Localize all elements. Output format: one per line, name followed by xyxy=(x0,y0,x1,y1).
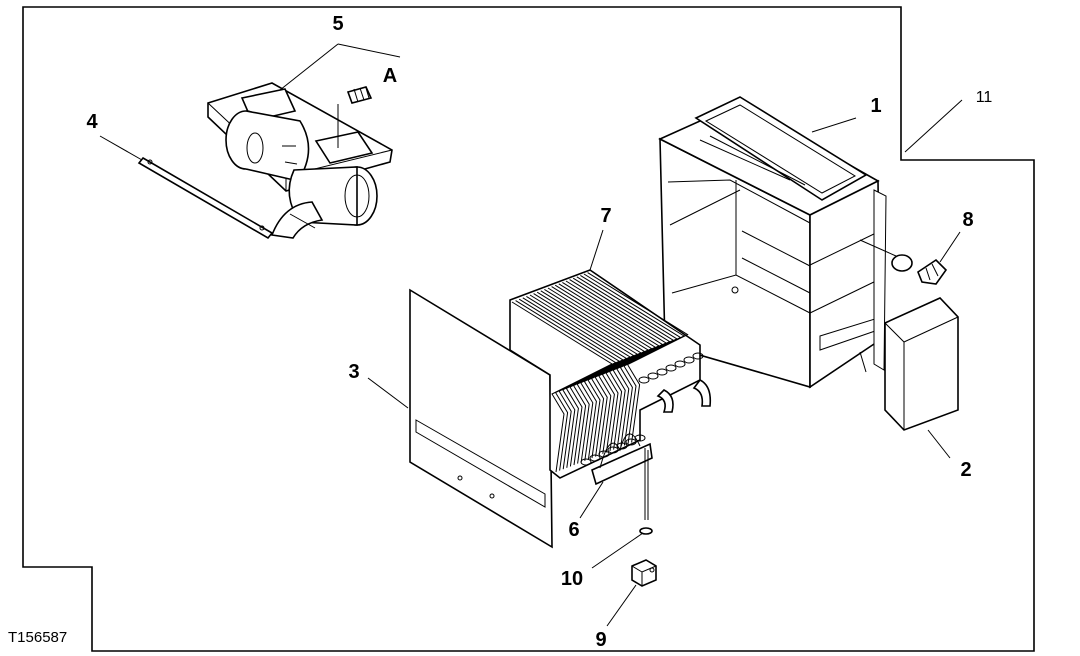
callout-A: A xyxy=(383,65,397,87)
callout-8: 8 xyxy=(962,209,973,231)
housing-box xyxy=(658,96,887,389)
callout-4: 4 xyxy=(86,111,98,133)
callout-5: 5 xyxy=(332,13,343,35)
callout-3: 3 xyxy=(348,361,359,383)
switch xyxy=(631,559,657,587)
figure-id: T156587 xyxy=(8,629,67,646)
sensor-clip xyxy=(859,239,948,285)
callout-6: 6 xyxy=(568,519,579,541)
evaporator-core xyxy=(509,269,712,479)
back-plate xyxy=(409,288,553,549)
callout-1: 1 xyxy=(870,95,881,117)
callout-labels: 5 A 4 1 11 7 8 3 2 6 10 9 T156587 xyxy=(8,13,992,651)
leader-lines xyxy=(99,43,963,627)
callout-7: 7 xyxy=(600,205,611,227)
cover-panel xyxy=(884,297,959,431)
washer xyxy=(639,527,653,535)
expansion-valve xyxy=(591,433,653,520)
blower-assembly xyxy=(207,82,393,239)
callout-9: 9 xyxy=(595,629,606,651)
callout-2: 2 xyxy=(960,459,971,481)
callout-11: 11 xyxy=(976,89,993,106)
callout-10: 10 xyxy=(561,568,583,590)
diagram-boundary xyxy=(22,6,1035,652)
strap-rod xyxy=(137,156,274,240)
